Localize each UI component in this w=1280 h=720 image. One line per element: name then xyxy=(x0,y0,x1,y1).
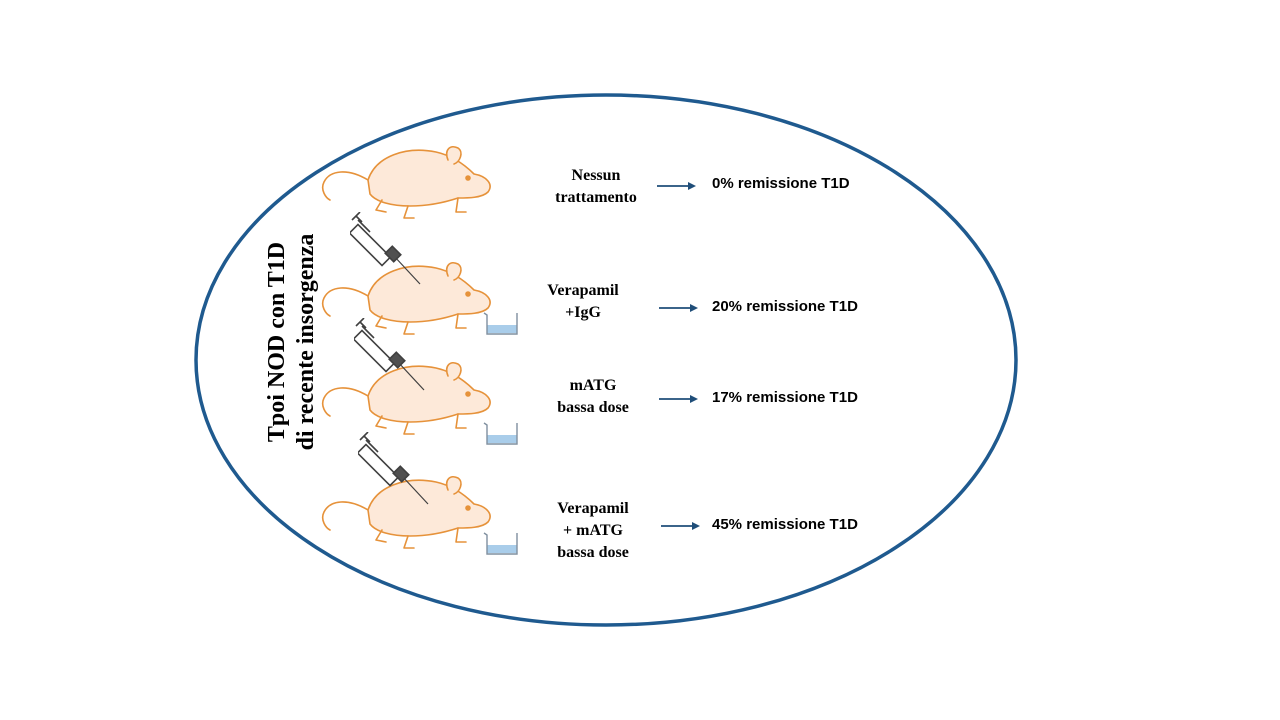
syringe-icon xyxy=(354,318,425,391)
arrow-icon xyxy=(659,395,698,403)
group-label-1-line-2: trattamento xyxy=(555,189,637,206)
cohort-title-line-2: di recente insorgenza xyxy=(293,233,319,451)
beaker-icon xyxy=(483,312,518,335)
beaker-icon xyxy=(483,422,518,445)
group-label-1: Nessun trattamento xyxy=(555,165,637,209)
group-label-4: Verapamil + mATG bassa dose xyxy=(557,498,629,564)
result-4: 45% remissione T1D xyxy=(712,516,858,533)
result-2: 20% remissione T1D xyxy=(712,298,858,315)
group-label-3: mATG bassa dose xyxy=(557,375,629,419)
mouse-icon xyxy=(321,145,491,219)
result-3: 17% remissione T1D xyxy=(712,389,858,406)
arrow-icon xyxy=(659,304,698,312)
group-label-2-line-2: +IgG xyxy=(565,304,601,321)
group-label-3-line-2: bassa dose xyxy=(557,399,629,416)
group-label-4-line-1: Verapamil xyxy=(557,500,629,517)
beaker-icon xyxy=(483,532,518,555)
group-label-2: Verapamil +IgG xyxy=(547,280,618,324)
cohort-title: Tpoi NOD con T1D di recente insorgenza xyxy=(263,234,321,451)
result-1: 0% remissione T1D xyxy=(712,175,850,192)
syringe-icon xyxy=(358,432,429,505)
mouse-icon xyxy=(321,475,491,549)
syringe-icon xyxy=(350,212,421,285)
mouse-icon xyxy=(321,361,491,435)
group-label-3-line-1: mATG xyxy=(569,377,617,394)
cohort-title-line-1: Tpoi NOD con T1D xyxy=(264,241,290,443)
arrow-icon xyxy=(661,522,700,530)
mouse-icon xyxy=(321,261,491,335)
group-label-4-line-3: bassa dose xyxy=(557,544,629,561)
group-label-4-line-2: + mATG xyxy=(563,522,623,539)
group-label-1-line-1: Nessun xyxy=(571,167,621,184)
arrow-icon xyxy=(657,182,696,190)
group-label-2-line-1: Verapamil xyxy=(547,282,619,299)
